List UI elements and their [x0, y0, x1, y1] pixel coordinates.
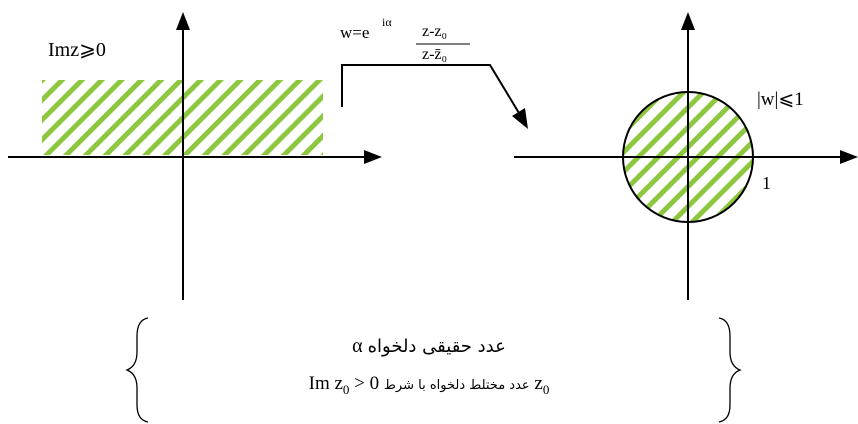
- left-axes: [8, 12, 382, 300]
- condition-inequality: > 0: [354, 373, 380, 394]
- upper-half-plane-label: Imz⩾0: [48, 39, 106, 61]
- left-y-axis-arrowhead: [176, 12, 190, 30]
- mapping-numerator: z-z₀: [422, 23, 448, 40]
- right-x-axis-arrowhead: [840, 150, 858, 164]
- mapping-exponent: iα: [382, 15, 392, 29]
- z0-description: عدد مختلط دلخواه با شرط: [383, 378, 530, 393]
- z0-condition: Im z0 > 0 عدد مختلط دلخواه با شرط z0: [0, 374, 858, 396]
- condition-im-subscript: 0: [342, 381, 350, 397]
- alpha-symbol: α: [352, 335, 363, 357]
- mapping-denominator: z-z̄₀: [422, 46, 448, 63]
- right-brace: [718, 317, 742, 423]
- unit-tick-label: 1: [762, 173, 771, 193]
- mapping-arrowhead: [512, 108, 528, 129]
- unit-disk-label: |w|⩽1: [757, 89, 804, 110]
- alpha-description: عدد حقیقی دلخواه: [367, 336, 506, 357]
- condition-im: Im z: [308, 373, 343, 394]
- z0-subscript: 0: [542, 381, 550, 397]
- z0-symbol: z: [534, 373, 543, 394]
- left-x-axis-arrowhead: [364, 150, 382, 164]
- right-axes: [514, 12, 858, 300]
- alpha-condition: α عدد حقیقی دلخواه: [0, 336, 858, 356]
- mapping-arrow: [341, 64, 528, 129]
- left-brace: [125, 317, 149, 423]
- mapping-prefix: w=e: [340, 23, 370, 42]
- right-y-axis-arrowhead: [681, 12, 695, 30]
